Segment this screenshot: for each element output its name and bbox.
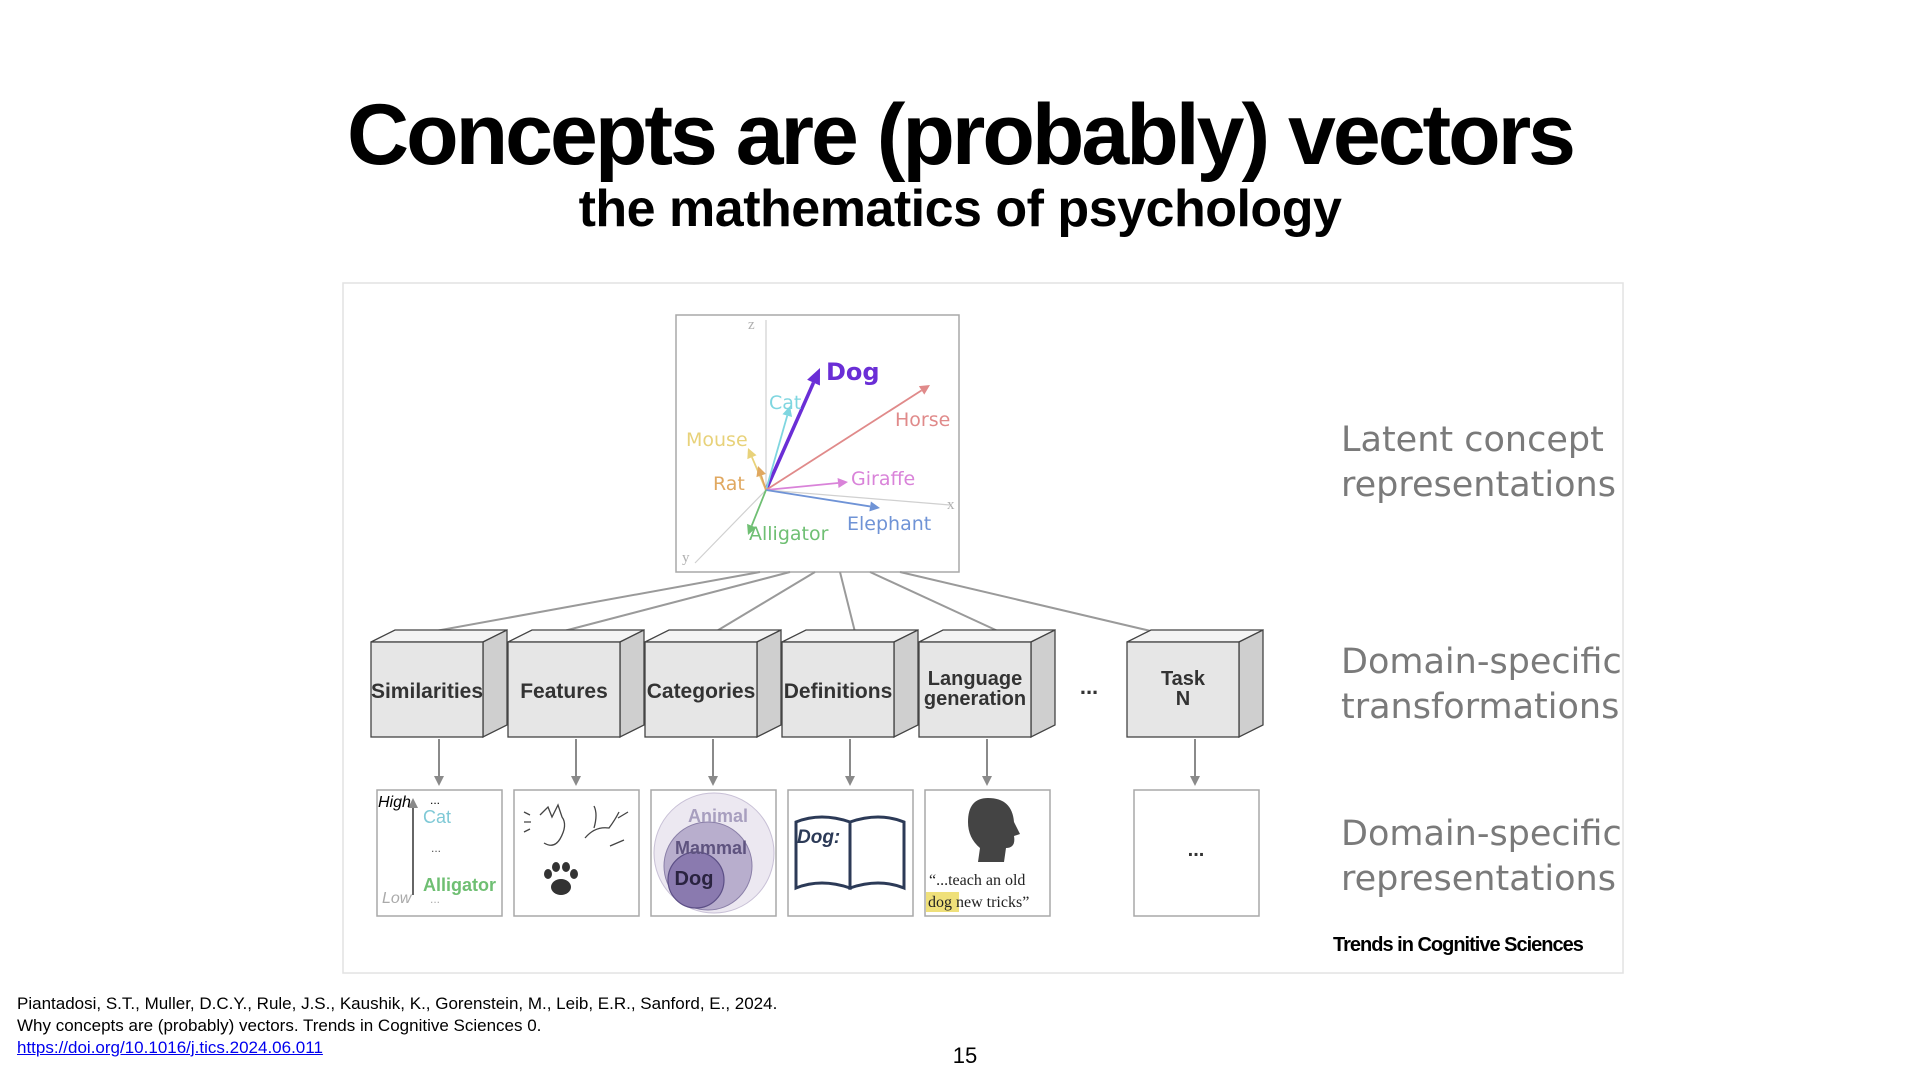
svg-text:Similarities: Similarities xyxy=(371,680,483,703)
svg-text:transformations: transformations xyxy=(1341,687,1619,727)
similarity-cat: Cat xyxy=(423,807,451,827)
quote-highlight-word: dog xyxy=(928,894,952,911)
transformation-boxes: Similarities Features Categories Definition… xyxy=(371,630,1263,737)
svg-text:dog new tricks”: dog new tricks” xyxy=(928,894,1029,911)
page-number: 15 xyxy=(940,1043,990,1069)
vector-label-dog: Dog xyxy=(826,358,880,386)
dog-label: Dog xyxy=(675,868,714,890)
categories-panel: Animal Mammal Dog xyxy=(651,790,776,916)
language-panel: “...teach an old dog new tricks” xyxy=(925,790,1050,916)
latent-label: Latent concept xyxy=(1341,420,1604,460)
mammal-label: Mammal xyxy=(675,838,747,858)
y-axis-label: y xyxy=(682,550,690,566)
svg-text:Language: Language xyxy=(928,668,1022,690)
vector-label-horse: Horse xyxy=(895,409,950,431)
quote-line-1: “...teach an old xyxy=(929,872,1025,889)
transform-label: Domain-specific xyxy=(1341,642,1622,682)
journal-logo: Trends in Cognitive Sciences xyxy=(1333,934,1584,956)
transform-box-categories: Categories xyxy=(645,630,781,737)
svg-text:...: ... xyxy=(430,892,440,906)
vector-label-giraffe: Giraffe xyxy=(851,468,915,490)
svg-text:Task: Task xyxy=(1161,668,1206,690)
features-panel xyxy=(514,790,639,916)
task-n-panel: ... xyxy=(1134,790,1259,916)
similarity-low-label: Low xyxy=(382,890,413,907)
vector-label-cat: Cat xyxy=(769,392,801,414)
svg-text:representations: representations xyxy=(1341,465,1616,505)
task-n-ellipsis: ... xyxy=(1188,839,1205,861)
citation-doi-link[interactable]: https://doi.org/10.1016/j.tics.2024.06.0… xyxy=(17,1038,323,1057)
similarity-high-label: High xyxy=(378,794,411,811)
svg-text:...: ... xyxy=(430,793,440,807)
svg-text:Features: Features xyxy=(520,680,608,703)
transform-box-similarities: Similarities xyxy=(371,630,507,737)
transform-box-features: Features xyxy=(508,630,644,737)
svg-text:generation: generation xyxy=(924,688,1026,710)
quote-rest: new tricks” xyxy=(952,894,1029,911)
similarity-panel: High ... Cat ... Alligator Low ... xyxy=(377,790,502,916)
vector-label-elephant: Elephant xyxy=(847,513,931,535)
transform-ellipsis: ... xyxy=(1080,674,1098,699)
svg-text:Definitions: Definitions xyxy=(784,680,893,703)
svg-text:N: N xyxy=(1176,688,1190,710)
svg-text:...: ... xyxy=(431,841,441,855)
svg-text:Categories: Categories xyxy=(647,680,756,703)
animal-label: Animal xyxy=(688,806,748,826)
vector-label-rat: Rat xyxy=(713,473,745,495)
definition-text: Dog: xyxy=(797,827,840,848)
row-labels: Latent concept representations Domain-sp… xyxy=(1341,420,1622,899)
z-axis-label: z xyxy=(748,317,755,333)
svg-text:representations: representations xyxy=(1341,859,1616,899)
x-axis-label: x xyxy=(947,497,955,513)
represent-label: Domain-specific xyxy=(1341,814,1622,854)
transform-box-definitions: Definitions xyxy=(782,630,918,737)
vector-label-mouse: Mouse xyxy=(686,429,748,451)
vector-label-alligator: Alligator xyxy=(749,523,829,545)
citation: Piantadosi, S.T., Muller, D.C.Y., Rule, … xyxy=(17,993,797,1059)
citation-text: Piantadosi, S.T., Muller, D.C.Y., Rule, … xyxy=(17,994,777,1035)
definitions-panel: Dog: xyxy=(788,790,913,916)
